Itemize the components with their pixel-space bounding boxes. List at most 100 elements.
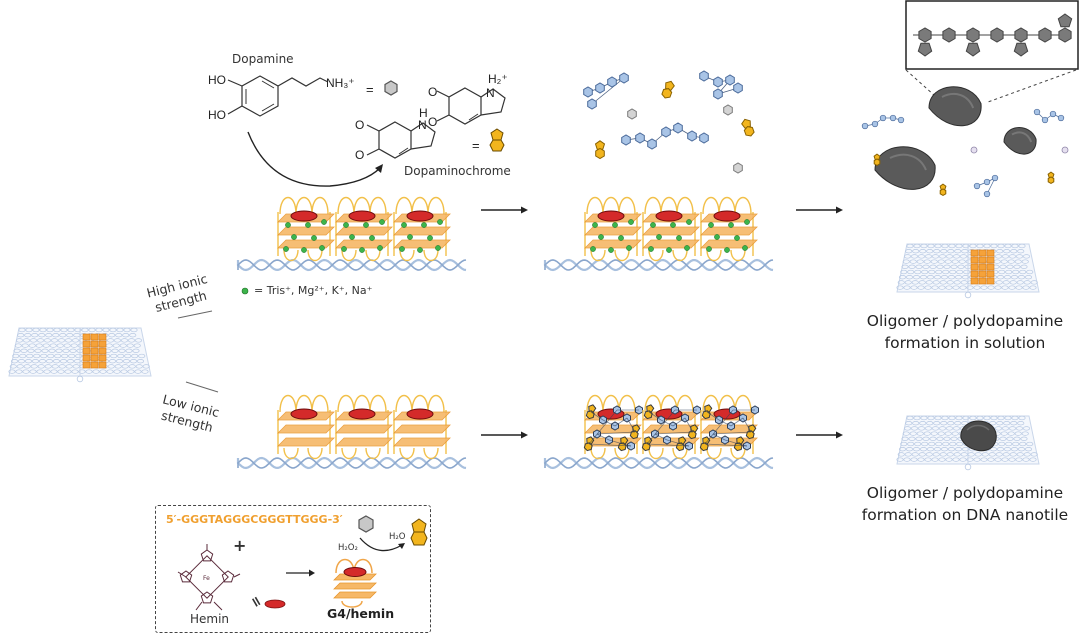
oligomer-unit [889,114,897,122]
g-tetrad [335,437,393,447]
g-tetrad [642,226,700,236]
g4-quadruplex [642,196,700,262]
g4-site [970,249,979,257]
cation-dot [592,222,598,228]
hemin-disc [290,210,318,222]
cation-dot [714,234,720,240]
low-ionic-strength-label: Low ionic strength [159,391,221,435]
dopamine-molecule [723,104,733,116]
cation-dot [301,247,307,253]
protonated-n: N [486,86,495,100]
g4-site [978,249,987,257]
hemin-disc [597,210,625,222]
nanotile-loop [964,291,972,299]
dopaminochrome-molecule [594,140,606,160]
cation-dot [724,247,730,253]
adsorbed-dopaminochrome [583,436,595,452]
g-tetrad [584,226,642,236]
g4-quadruplex [277,394,335,460]
cation-dot [734,235,740,241]
g4-quadruplex [277,196,335,262]
h2o2-label: H₂O₂ [338,543,358,553]
dopaminochrome-molecule [661,80,675,99]
hemin-disc [348,408,376,420]
oligomer-unit [587,98,597,110]
adsorbed-dopaminochrome [745,424,757,440]
carbonyl-o2: O [355,148,365,162]
dopaminochrome-structure-1 [366,121,436,159]
g4-site [978,256,987,264]
cation-dot [291,234,297,240]
solution-aggregates [861,86,1069,198]
nanotile-loop [76,375,84,383]
oxidation-arrow [247,131,383,187]
oligomer-unit [647,138,657,150]
dna-nanotile-start [8,327,152,383]
oligomer-unit [983,190,991,198]
cation-dot [590,246,596,252]
g4-site [90,347,99,355]
hemin-disc [348,210,376,222]
oligomer-unit [1049,110,1057,118]
dopaminochrome-structure-2 [436,87,506,125]
g4-hemin-label: G4/hemin [327,606,395,621]
oligomer-unit [713,88,723,100]
chain-pentagon [917,42,933,57]
equals-sign-dopaminochrome: = [472,138,480,153]
adsorbed-dopaminochrome [687,424,699,440]
caption-nanotile: Oligomer / polydopamine formation on DNA… [861,484,1069,524]
oligomer-unit [619,72,629,84]
g4-hemin-inset-box [155,505,431,633]
arrow-high-2 [796,206,843,214]
g4-quadruplex [583,394,643,460]
dna-nanotile-after-solution [896,243,1040,299]
cation-dot [417,247,423,253]
g4-site [970,256,979,264]
dopamine-molecule [1061,146,1069,154]
caption-solution: Oligomer / polydopamine formation in sol… [866,312,1064,352]
cation-dot [648,246,654,252]
g4-quadruplex [641,394,701,460]
oligomer-unit [713,76,723,88]
oligomer-unit [699,132,709,144]
carbonyl-o1: O [355,118,365,132]
g4-site [82,354,91,362]
oligomer-unit [725,74,735,86]
low-ionic-arrow [185,381,219,393]
oligomer-unit [1041,116,1049,124]
g4-site [90,333,99,341]
polydopamine-aggregate [874,146,936,190]
polymer-zoom-inset [905,0,1079,70]
g4-site [90,354,99,362]
dna-double-helix [543,456,774,470]
cation-dot [744,219,750,225]
oligomer-unit [871,120,879,128]
dna-nanotile-with-polydopamine [896,415,1040,471]
g4-quadruplex [700,196,758,262]
cation-dot [369,235,375,241]
oligomer-unit [991,174,999,182]
cation-dot [618,235,624,241]
hydroxyl-top: HO [208,73,226,87]
cation-dot [319,245,325,251]
cation-dot [612,222,618,228]
g4-site [90,361,99,369]
dopamine-molecule [627,108,637,120]
g4-site [970,270,979,278]
equals-sign-dopamine: = [366,82,374,97]
dopaminochrome-label: Dopaminochrome [404,164,511,178]
cation-dot [628,219,634,225]
g-tetrad [333,591,377,599]
g4-site [82,333,91,341]
cation-dot [435,245,441,251]
oligomer-unit [595,82,605,94]
cation-dot [706,246,712,252]
g4-site [82,347,91,355]
g4-site [98,347,107,355]
nanotile-loop [964,463,972,471]
chain-unit [990,27,1004,43]
oligomer-unit [897,116,905,124]
cation-dot [686,219,692,225]
cation-dot [427,235,433,241]
oligomer-unit [673,122,683,134]
